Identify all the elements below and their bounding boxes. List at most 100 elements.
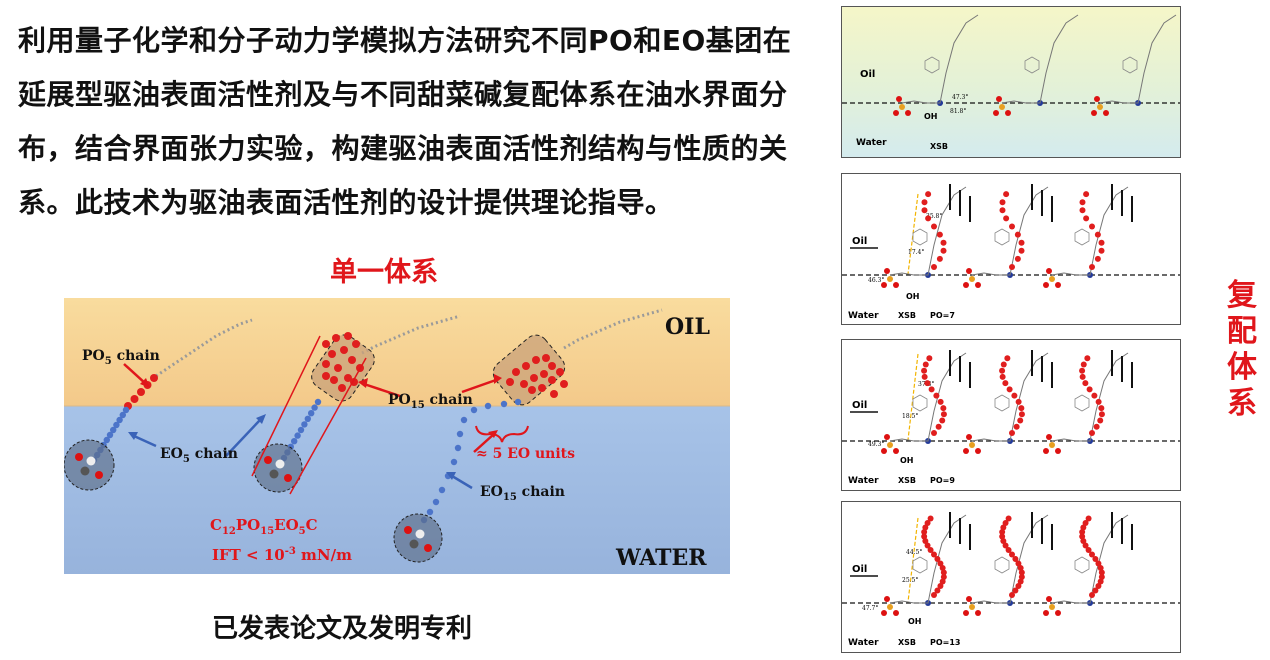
po-bead — [1079, 373, 1086, 380]
po-bead — [999, 207, 1006, 214]
po-bead — [1092, 556, 1099, 562]
interface-diagram: OIL WATER PO5 chain EO5 chain — [64, 298, 730, 574]
betaine-tail — [889, 514, 967, 604]
betaine-tail — [1051, 186, 1129, 276]
po-bead — [927, 547, 934, 553]
betaine-tail — [1001, 14, 1079, 104]
po-bead — [939, 565, 946, 571]
po-bead — [560, 380, 568, 388]
po-bead — [1079, 529, 1086, 535]
po-bead — [940, 569, 947, 576]
betaine-molecules — [893, 14, 1177, 116]
benzene-ring — [912, 556, 928, 574]
benzene-ring — [994, 556, 1010, 574]
po-bead — [1017, 578, 1024, 585]
benzene-ring — [1024, 56, 1040, 74]
po-bead — [1005, 515, 1012, 522]
po-bead — [931, 264, 937, 270]
po-bead — [1000, 524, 1007, 531]
po-bead — [344, 374, 352, 382]
red-guide-line — [251, 335, 321, 477]
betaine-molecules — [881, 350, 1133, 454]
po-bead — [150, 374, 158, 382]
head-atom — [415, 529, 425, 539]
po-bead — [1002, 520, 1009, 526]
eo-bead — [106, 431, 114, 439]
po-bead — [1002, 380, 1009, 387]
sulfonate-atom — [969, 604, 975, 610]
po-bead — [1009, 592, 1015, 598]
po-bead — [328, 350, 336, 358]
po-bead — [322, 372, 330, 380]
po-bead — [137, 388, 145, 396]
po-bead — [937, 398, 944, 405]
oxygen-atom — [1091, 110, 1097, 116]
eo-bead — [438, 486, 446, 494]
po-bead — [348, 356, 356, 364]
panel-svg: Oil Water XSB PO=7 35.8° 17.4° 46.3° OH — [842, 174, 1180, 324]
po-bead — [528, 386, 536, 394]
po15-beads — [506, 354, 568, 398]
head-atom — [284, 474, 292, 482]
water-label: WATER — [615, 545, 707, 571]
po-bead — [1003, 215, 1010, 222]
panel-svg: Oil Water XSB PO=9 37.3° 18.5° 49.3° OH — [842, 340, 1180, 490]
po-bead — [1003, 191, 1010, 198]
sulfonate-atom — [887, 442, 893, 448]
po-bead — [548, 362, 556, 370]
po-bead — [538, 384, 546, 392]
eo-bead — [119, 411, 126, 419]
po-bead — [1094, 231, 1101, 238]
betaine-tail — [1051, 514, 1129, 604]
benzene-ring — [1074, 228, 1090, 246]
head-atom — [75, 453, 83, 461]
single-system-label: 单一体系 — [330, 257, 438, 288]
po-bead — [921, 533, 928, 540]
sulfonate-atom — [969, 276, 975, 282]
oxygen-atom — [975, 448, 981, 454]
oxygen-atom — [1055, 448, 1061, 454]
eo-bead — [116, 416, 123, 424]
po-bead — [1004, 355, 1011, 362]
betaine-tail — [1099, 14, 1177, 104]
head-atom — [424, 544, 432, 552]
sulfonate-atom — [1049, 276, 1055, 282]
po15-chain-label: PO15 chain — [388, 392, 473, 411]
po-bead — [322, 340, 330, 348]
eo-bead — [314, 398, 322, 406]
oxygen-atom — [1055, 282, 1061, 288]
po-bead — [542, 354, 550, 362]
po-bead — [1018, 569, 1025, 576]
sulfonate-atom — [999, 104, 1005, 110]
po-bead — [921, 367, 928, 374]
po-bead — [940, 239, 947, 246]
po-bead — [1089, 430, 1095, 436]
sulfonate-atom — [969, 442, 975, 448]
po-bead — [522, 362, 530, 370]
po-bead — [1018, 247, 1025, 254]
po-bead — [1098, 247, 1105, 254]
po-bead — [939, 578, 946, 585]
panel-angle: 47.7° — [862, 605, 878, 612]
oxygen-atom — [996, 96, 1002, 102]
panel-oil-label: Oil — [852, 564, 867, 575]
oxygen-atom — [963, 282, 969, 288]
po-bead — [924, 520, 931, 526]
oxygen-atom — [966, 434, 972, 440]
po-bead — [1009, 264, 1015, 270]
po-bead — [1079, 367, 1086, 374]
po-bead — [1018, 239, 1025, 246]
eo-brace — [475, 425, 529, 443]
oxygen-atom — [884, 268, 890, 274]
po-bead — [352, 340, 360, 348]
po-bead — [1014, 231, 1021, 238]
head-atom — [86, 456, 96, 466]
betaine-tail — [889, 352, 967, 442]
po-bead — [1089, 592, 1095, 598]
eo5-chain-label: EO5 chain — [160, 446, 238, 465]
panel-angle: 49.3° — [868, 441, 884, 448]
oxygen-atom — [893, 282, 899, 288]
po-bead — [130, 395, 139, 403]
oxygen-atom — [963, 610, 969, 616]
sulfonate-atom — [1049, 604, 1055, 610]
